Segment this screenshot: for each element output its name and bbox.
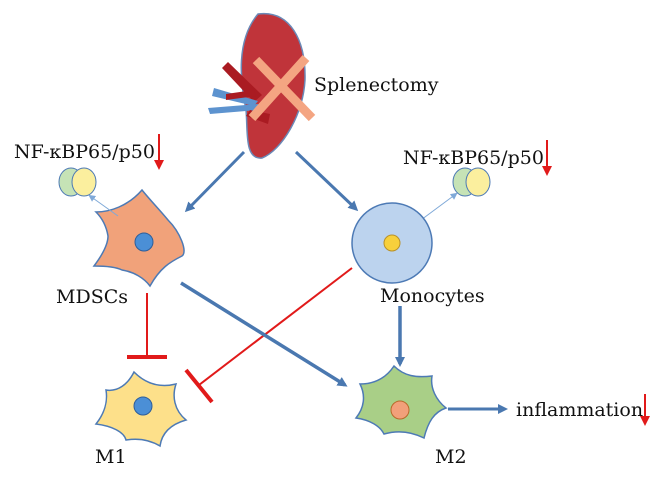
m1-cell [94, 370, 188, 448]
m2-label: M2 [435, 446, 467, 468]
down-arrow-icon [542, 140, 552, 176]
down-arrow-icon [154, 134, 164, 170]
mdsc-cell [92, 188, 185, 288]
monocyte-cell [351, 202, 433, 284]
arrow-mdscs-to-m2 [180, 281, 348, 387]
arrow-spleen-to-monocytes [294, 150, 359, 212]
spleen-icon [208, 12, 306, 159]
arrow-spleen-to-mdscs [184, 150, 246, 213]
nfkb-label-left: NF-κBP65/p50 [14, 141, 155, 163]
arrow-mdsc-to-nfkb [88, 194, 119, 217]
down-arrow-icon [640, 394, 650, 426]
nfkb-complex-right [452, 167, 491, 197]
inhibit-mdscs-to-m1 [127, 293, 167, 359]
splenectomy-label: Splenectomy [314, 74, 439, 96]
nfkb-label-right: NF-κBP65/p50 [403, 147, 544, 169]
m1-label: M1 [95, 446, 127, 468]
inhibit-monocytes-to-m1 [184, 267, 353, 404]
cross-icon [248, 54, 316, 122]
nfkb-complex-left [58, 167, 97, 197]
mdscs-label: MDSCs [56, 286, 128, 308]
inflammation-label: inflammation [516, 399, 644, 421]
monocytes-label: Monocytes [380, 285, 485, 307]
m2-cell [354, 364, 448, 440]
